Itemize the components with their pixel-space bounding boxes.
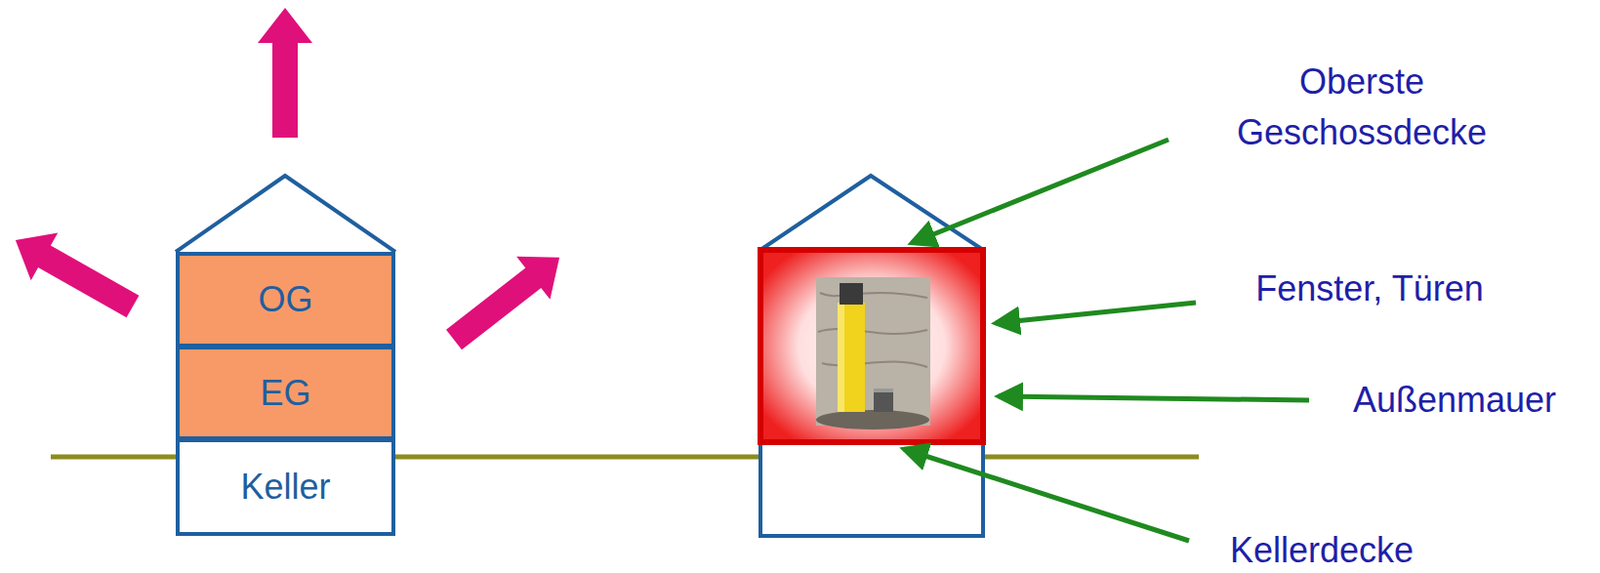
- insulated-envelope: [760, 249, 984, 443]
- leader-arrows: [903, 139, 1310, 541]
- heat-loss-arrows: [1, 7, 576, 362]
- floor-box: OG: [175, 251, 396, 348]
- component-label: Fenster, Türen: [1208, 263, 1531, 315]
- house-roof: [760, 175, 984, 250]
- component-label: Außenmauer: [1308, 374, 1600, 426]
- floor-label: OG: [257, 279, 313, 321]
- thermos-photo: [816, 277, 931, 430]
- component-label: Kellerdecke: [1185, 525, 1459, 573]
- floor-box: Keller: [175, 438, 396, 536]
- basement-outline: [760, 442, 984, 536]
- floor-label: EG: [259, 372, 311, 414]
- floor-box: EG: [175, 345, 396, 441]
- house-roof: [175, 175, 396, 252]
- floor-label: Keller: [240, 466, 330, 508]
- component-label: Oberste Geschossdecke: [1205, 56, 1518, 159]
